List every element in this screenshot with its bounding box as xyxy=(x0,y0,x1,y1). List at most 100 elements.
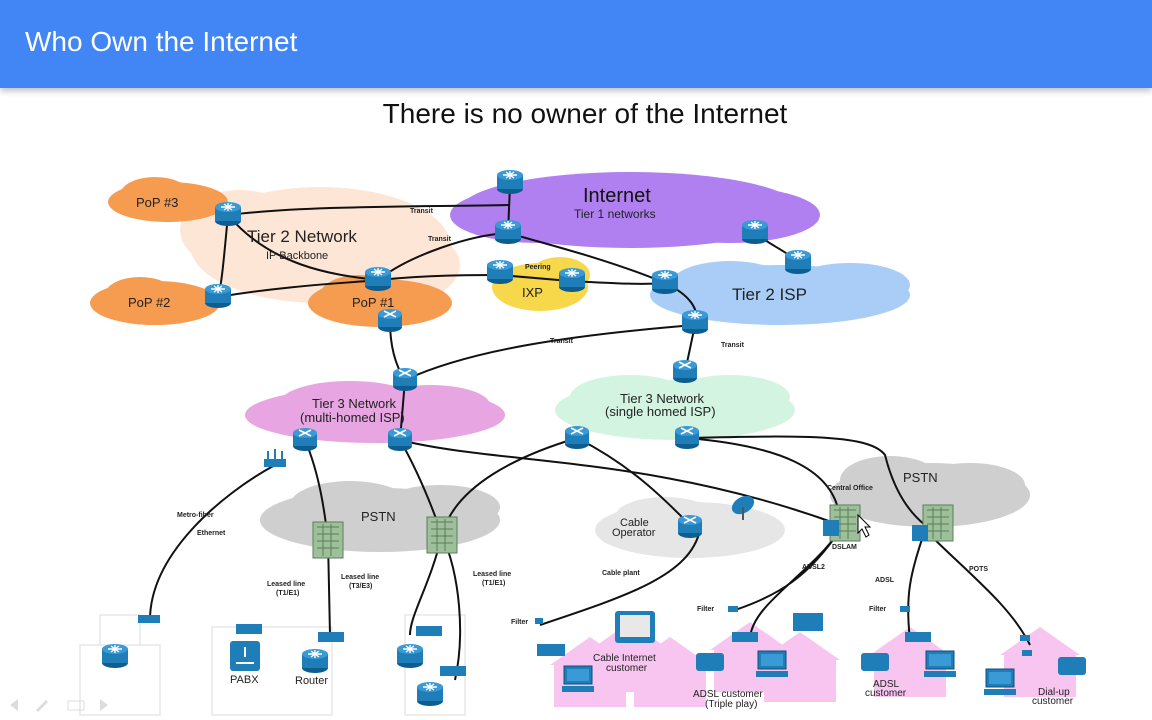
tier2-isp-router-left xyxy=(651,269,679,295)
tier3-single-label-1: Tier 3 Network xyxy=(620,391,705,406)
pabx-icon xyxy=(230,641,260,671)
ixp-router-left xyxy=(486,259,514,285)
media-converter-icon xyxy=(138,615,160,623)
mouse-cursor-icon xyxy=(857,513,872,538)
adsl-customer-label-2: customer xyxy=(865,688,907,699)
cable-operator-label-1: Cable xyxy=(620,517,649,529)
leased-t3-label-1: Leased line xyxy=(341,574,379,581)
tier3-multi-switch-top xyxy=(392,367,418,392)
tier3-multi-label-2: (multi-homed ISP) xyxy=(300,410,405,425)
leased-t1-left-label-2: (T1/E1) xyxy=(276,590,299,597)
internet-cloud xyxy=(450,172,820,248)
peering-label: Peering xyxy=(525,264,551,271)
adsl-link-label: ADSL xyxy=(875,577,895,584)
slide-subtitle: There is no owner of the Internet xyxy=(382,98,788,129)
cable-plant-label: Cable plant xyxy=(602,570,640,577)
tier2-network-label: Tier 2 Network xyxy=(247,227,357,246)
metro-router xyxy=(101,643,129,669)
office-building-left xyxy=(79,614,466,716)
leased-t3-label-2: (T3/E3) xyxy=(349,583,372,590)
cable-customer-pc xyxy=(561,665,595,693)
pstn-right-cloud xyxy=(830,456,1030,527)
transit-label-3: Transit xyxy=(550,338,574,345)
pop3-cloud xyxy=(108,177,228,222)
transit-label-1: Transit xyxy=(410,208,434,215)
internet-router-right xyxy=(741,219,769,245)
filter-icons xyxy=(535,606,1032,656)
office-router xyxy=(301,648,329,674)
cable-tv-icon xyxy=(615,611,655,643)
tier2-network-sublabel: IP Backbone xyxy=(266,250,328,262)
page-title: Who Own the Internet xyxy=(25,26,298,57)
cable-internet-customer-label-1: Cable Internet xyxy=(593,653,656,664)
header-bar: Who Own the Internet xyxy=(0,0,1152,88)
tier2-isp-label: Tier 2 ISP xyxy=(732,285,807,304)
tier3-single-switch-right xyxy=(674,425,700,450)
dialup-customer-label-2: customer xyxy=(1032,696,1074,707)
tier3-single-cloud xyxy=(555,375,795,440)
pop3-router xyxy=(214,201,242,227)
tier3-multi-switch-left xyxy=(292,427,318,452)
pstn-right-label: PSTN xyxy=(903,470,938,485)
ixp-label: IXP xyxy=(522,285,543,300)
pstn-left-exchange-1 xyxy=(312,521,344,559)
internet-cloud-sublabel: Tier 1 networks xyxy=(574,207,656,221)
satellite-dish-icon xyxy=(731,495,755,520)
adsl-customer-pc xyxy=(923,650,957,678)
wireless-ap-icon xyxy=(264,449,286,467)
tier3-single-switch-left xyxy=(564,425,590,450)
slides-icon[interactable] xyxy=(67,700,85,711)
dialup-customer-label-1: Dial-up xyxy=(1038,687,1070,698)
dialup-customer-pc xyxy=(983,668,1017,696)
next-arrow-icon[interactable] xyxy=(100,699,108,711)
tier2-isp-cloud xyxy=(650,261,910,325)
tier3-single-label-2: (single homed ISP) xyxy=(605,404,716,419)
leased-t1-right-label-1: Leased line xyxy=(473,571,511,578)
ethernet-label: Ethernet xyxy=(197,530,226,537)
csu-dsu-icons xyxy=(236,624,466,676)
leased-router-2 xyxy=(416,681,444,707)
pop1-label: PoP #1 xyxy=(352,295,394,310)
pop2-label: PoP #2 xyxy=(128,295,170,310)
internet-cloud-label: Internet xyxy=(583,185,651,207)
pstn-left-exchange-2 xyxy=(426,516,458,554)
leased-router-1 xyxy=(396,643,424,669)
filter-label-3: Filter xyxy=(869,606,886,613)
pen-icon[interactable] xyxy=(36,700,48,712)
tier2-isp-router-top xyxy=(784,249,812,275)
pop3-label: PoP #3 xyxy=(136,195,178,210)
pots-label: POTS xyxy=(969,566,988,573)
transit-label-2: Transit xyxy=(428,236,452,243)
tier2-isp-router-bottom xyxy=(681,309,709,335)
central-office-label: Central Office xyxy=(827,485,873,492)
pop2-cloud xyxy=(90,277,220,325)
pop1-switch xyxy=(377,308,403,333)
metro-fiber-label: Metro-fiber xyxy=(177,512,214,519)
prev-arrow-icon[interactable] xyxy=(10,699,18,711)
adsl-triple-pc xyxy=(755,650,789,678)
pstn-left-label: PSTN xyxy=(361,509,396,524)
phone-icons xyxy=(696,653,1086,675)
dsl-modem-icons xyxy=(732,613,931,642)
internet-topology-diagram: Internet Tier 1 networks Tier 2 Network … xyxy=(50,135,1100,717)
cable-internet-customer-label-2: customer xyxy=(606,663,648,674)
filter-label-2: Filter xyxy=(697,606,714,613)
tier3-multi-switch-right xyxy=(387,427,413,452)
pabx-label: PABX xyxy=(230,674,259,686)
tier3-multi-label-1: Tier 3 Network xyxy=(312,396,397,411)
dslam-label: DSLAM xyxy=(832,544,857,551)
dslam-icons xyxy=(823,520,928,541)
pop1-router xyxy=(364,266,392,292)
filter-label-1: Filter xyxy=(511,619,528,626)
tier3-single-switch-top xyxy=(672,359,698,384)
network-links xyxy=(149,184,1031,681)
cable-modem-icon xyxy=(537,644,565,656)
transit-label-4: Transit xyxy=(721,342,745,349)
leased-t1-right-label-2: (T1/E1) xyxy=(482,580,505,587)
adsl-customer-label-1: ADSL xyxy=(873,679,900,690)
ixp-router-right xyxy=(558,267,586,293)
cable-operator-label-2: Operator xyxy=(612,527,656,539)
cable-headend-switch xyxy=(677,514,703,539)
router-label: Router xyxy=(295,675,328,687)
slide-nav-controls xyxy=(8,696,118,714)
